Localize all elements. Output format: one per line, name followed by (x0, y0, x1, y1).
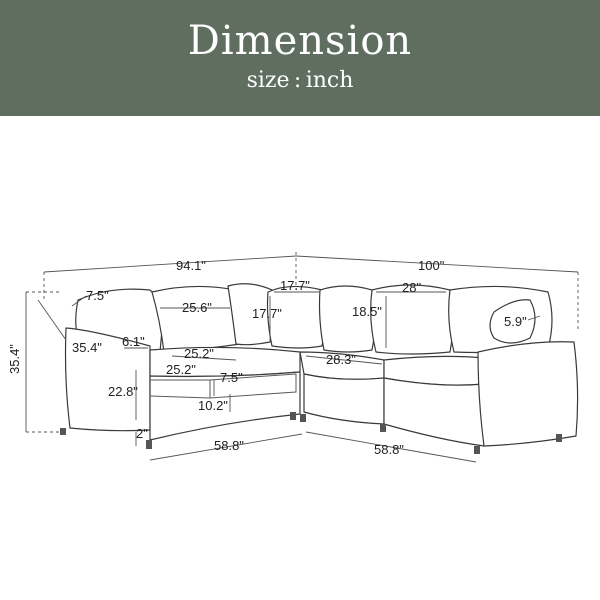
label-corner-back-height: 17.7" (252, 306, 282, 321)
label-total-right-length: 100" (418, 258, 445, 273)
unit-subtitle: size : inch (246, 68, 354, 93)
label-arm-width: 7.5" (86, 288, 109, 303)
label-corner-cushion-width: 28" (402, 280, 421, 295)
corner-base (303, 373, 385, 425)
label-depth: 35.4" (72, 340, 102, 355)
label-seat-height: 22.8" (108, 384, 138, 399)
label-back-cushion-width: 25.6" (182, 300, 212, 315)
label-arm-height-above-seat: 6.1" (122, 334, 145, 349)
leg (300, 414, 306, 422)
left-pillow (227, 283, 275, 346)
label-total-left-length: 94.1" (176, 258, 206, 273)
leg (474, 446, 480, 454)
title-banner: Dimension size : inch (0, 0, 600, 116)
label-pillow-gap: 17.7" (280, 278, 310, 293)
label-storage-depth: 7.5" (220, 370, 243, 385)
label-overall-height: 35.4" (7, 344, 22, 374)
label-leg-height: 2" (136, 426, 148, 441)
left-arm (64, 327, 151, 432)
label-right-base-length: 58.8" (374, 442, 404, 457)
right-arm (477, 341, 579, 447)
dimension-lines (25, 252, 579, 463)
storage-drawer-line (209, 373, 297, 399)
leg (290, 412, 296, 420)
right-back-cushion (370, 284, 454, 355)
sofa-dimension-diagram: 94.1" 100" 7.5" 25.6" 17.7" 17.7" 28" 18… (7, 252, 579, 463)
leg (380, 424, 386, 432)
page-title: Dimension (187, 18, 413, 64)
left-middle-back-cushion (151, 285, 242, 353)
label-corner-seat-width: 28.3" (326, 352, 356, 367)
label-seat-depth: 25.2" (184, 346, 214, 361)
right-base (383, 377, 485, 447)
label-right-arm-width: 5.9" (504, 314, 527, 329)
right-throw-pillow (489, 299, 536, 344)
label-seat-width: 25.2" (166, 362, 196, 377)
corner-back-cushion (318, 285, 376, 353)
leg (146, 440, 152, 449)
leg (60, 428, 66, 435)
leg (556, 434, 562, 442)
label-left-base-length: 58.8" (214, 438, 244, 453)
sofa-illustration (60, 283, 579, 454)
label-storage-height: 10.2" (198, 398, 228, 413)
dimension-labels: 94.1" 100" 7.5" 25.6" 17.7" 17.7" 28" 18… (7, 258, 527, 457)
corner-pillow (266, 285, 326, 349)
label-back-cushion-height: 18.5" (352, 304, 382, 319)
